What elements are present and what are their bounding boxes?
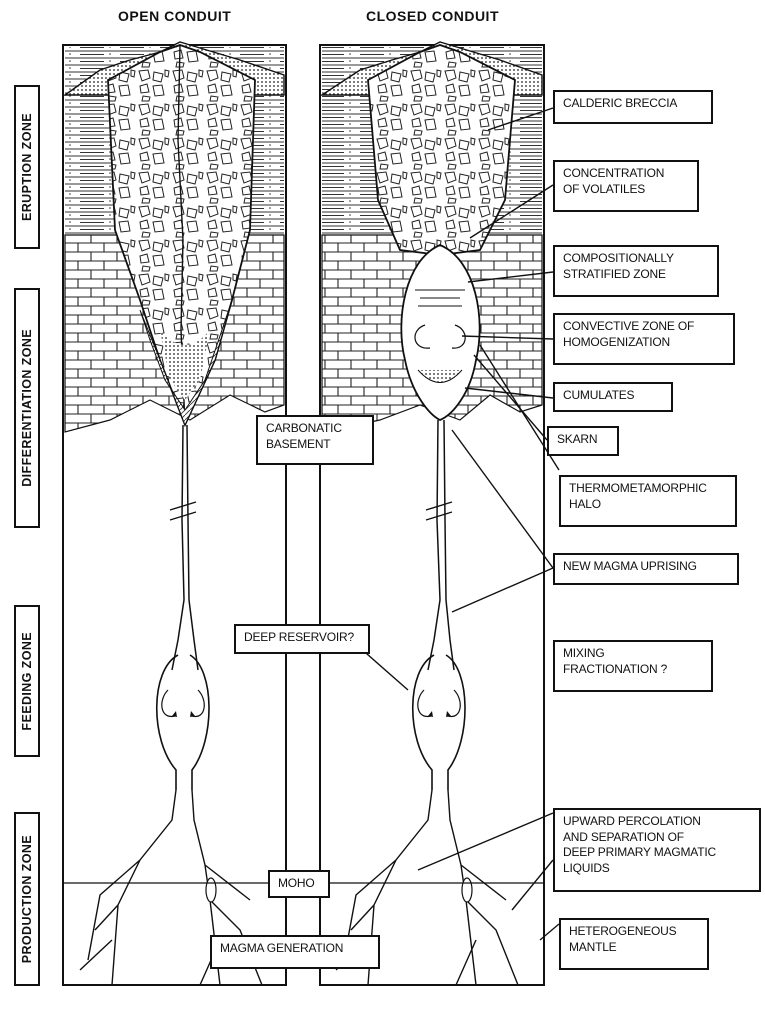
mixing-fractionation-label: MIXING FRACTIONATION ?	[553, 640, 713, 692]
open-feeder-dike	[172, 425, 198, 670]
production-zone-label: PRODUCTION ZONE	[14, 812, 40, 986]
thermometamorphic-halo-label: THERMOMETAMORPHIC HALO	[559, 475, 737, 527]
closed-conduit-heading: CLOSED CONDUIT	[366, 8, 499, 24]
open-conduit-heading: OPEN CONDUIT	[118, 8, 231, 24]
magma-generation-label: MAGMA GENERATION	[210, 935, 380, 969]
closed-deep-reservoir	[413, 655, 465, 790]
feeding-zone-label: FEEDING ZONE	[14, 605, 40, 757]
moho-label: MOHO	[268, 870, 330, 898]
calderic-breccia-label: CALDERIC BRECCIA	[553, 90, 713, 124]
new-magma-uprising-label: NEW MAGMA UPRISING	[553, 553, 739, 585]
differentiation-zone-label: DIFFERENTIATION ZONE	[14, 288, 40, 528]
deep-reservoir-label: DEEP RESERVOIR?	[234, 624, 370, 654]
closed-feeder-dike	[428, 420, 454, 670]
open-conduit-panel	[63, 42, 286, 985]
skarn-label: SKARN	[547, 426, 619, 456]
closed-conduit-panel	[320, 42, 544, 985]
open-deep-reservoir	[157, 655, 209, 790]
heterogeneous-mantle-label: HETEROGENEOUS MANTLE	[559, 918, 709, 970]
cumulates-label: CUMULATES	[553, 382, 673, 412]
concentration-of-volatiles-label: CONCENTRATION OF VOLATILES	[553, 160, 699, 212]
compositionally-stratified-zone-label: COMPOSITIONALLY STRATIFIED ZONE	[553, 245, 719, 297]
convective-zone-label: CONVECTIVE ZONE OF HOMOGENIZATION	[553, 313, 735, 365]
eruption-zone-label: ERUPTION ZONE	[14, 85, 40, 249]
upward-percolation-label: UPWARD PERCOLATION AND SEPARATION OF DEE…	[553, 808, 761, 892]
carbonatic-basement-label: CARBONATIC BASEMENT	[256, 415, 374, 465]
